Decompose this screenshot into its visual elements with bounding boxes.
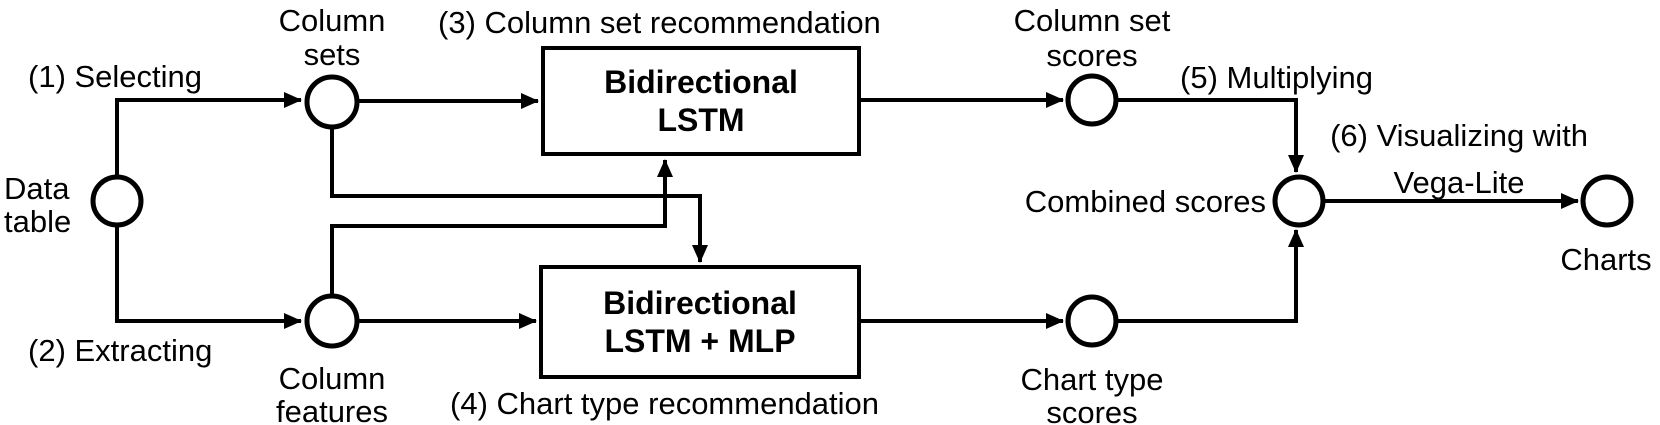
step5-label: (5) Multiplying <box>1180 60 1373 95</box>
model-boxes <box>539 46 861 379</box>
column-set-scores-label-line2: scores <box>1046 38 1137 73</box>
data-table-label-line1: Data <box>4 171 70 206</box>
step2-label: (2) Extracting <box>28 333 212 368</box>
node-chart-type-scores <box>1065 294 1119 348</box>
box-bidirectional-lstm-mlp <box>539 265 861 379</box>
lstm-mlp-box-label-line1: Bidirectional <box>603 285 797 321</box>
column-set-scores-label-line1: Column set <box>1014 3 1171 38</box>
column-features-label-line2: features <box>276 394 388 425</box>
edge-multiplying-top <box>1116 98 1304 173</box>
step6-label-line1: (6) Visualizing with <box>1330 118 1588 153</box>
column-features-label-line1: Column <box>279 361 386 396</box>
lstm-box-label-line1: Bidirectional <box>604 64 798 100</box>
data-table-label-line2: table <box>4 204 71 239</box>
edge-columnsets-to-lstmmlp-cross <box>330 127 708 263</box>
edge-columnfeatures-to-lstm-cross <box>330 159 673 296</box>
column-sets-label-line1: Column <box>279 3 386 38</box>
edge-extracting <box>115 225 302 329</box>
step4-label: (4) Chart type recommendation <box>450 386 879 421</box>
column-sets-label-line2: sets <box>304 37 361 72</box>
diagram-edges <box>115 92 1579 329</box>
diagram-labels: (1) Selecting (2) Extracting (3) Column … <box>4 3 1652 425</box>
node-column-sets <box>304 74 360 130</box>
box-bidirectional-lstm <box>541 46 861 156</box>
chart-type-scores-label-line1: Chart type <box>1020 362 1163 397</box>
chart-type-scores-label-line2: scores <box>1046 395 1137 425</box>
edge-multiplying-bottom <box>1116 229 1304 323</box>
step6-label-line2: Vega-Lite <box>1394 165 1525 200</box>
combined-scores-label: Combined scores <box>1025 184 1266 219</box>
node-column-set-scores <box>1065 73 1119 127</box>
node-combined-scores <box>1272 174 1326 228</box>
edge-selecting <box>115 92 302 177</box>
node-data-table <box>90 174 144 228</box>
lstm-mlp-box-label-line2: LSTM + MLP <box>604 323 795 359</box>
step1-label: (1) Selecting <box>28 59 202 94</box>
charts-label: Charts <box>1560 242 1651 277</box>
step3-label: (3) Column set recommendation <box>438 5 881 40</box>
node-charts <box>1580 174 1634 228</box>
node-column-features <box>304 293 360 349</box>
lstm-box-label-line2: LSTM <box>657 102 744 138</box>
diagram-nodes <box>90 73 1634 349</box>
